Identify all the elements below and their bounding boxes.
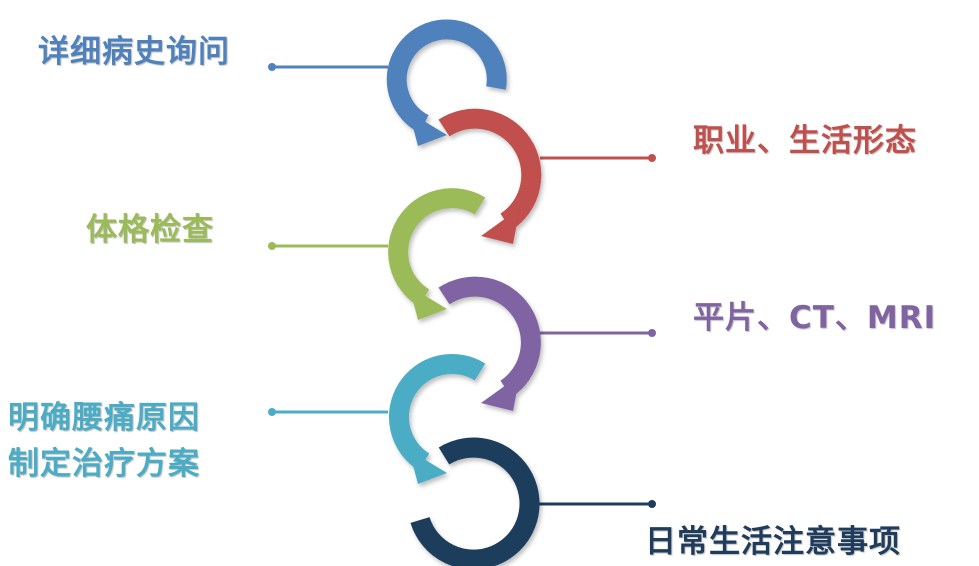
arrow-step-6	[410, 437, 540, 566]
step-2-label: 职业、生活形态	[693, 123, 917, 159]
connector-dot-6	[648, 500, 656, 508]
step-6-label: 日常生活注意事项	[645, 524, 901, 560]
connector-dot-5	[268, 408, 276, 416]
step-3-label: 体格检查	[86, 212, 214, 248]
arrow-step-2	[438, 108, 542, 244]
step-4-label: 平片、CT、MRI	[693, 300, 937, 336]
arrow-step-4	[438, 276, 541, 411]
connector-dot-3	[268, 242, 276, 250]
connector-dot-2	[648, 154, 656, 162]
curved-arrows	[386, 19, 542, 566]
arrow-step-3	[388, 188, 486, 320]
step-1-label: 详细病史询问	[38, 34, 230, 70]
connector-dot-4	[648, 329, 656, 337]
arrow-step-1	[386, 19, 507, 146]
connector-dot-1	[268, 63, 276, 71]
connectors	[268, 63, 656, 508]
arrow-step-5	[389, 354, 486, 484]
step-5-label-line2: 制定治疗方案	[8, 446, 200, 482]
step-5-label-line1: 明确腰痛原因	[8, 400, 200, 436]
